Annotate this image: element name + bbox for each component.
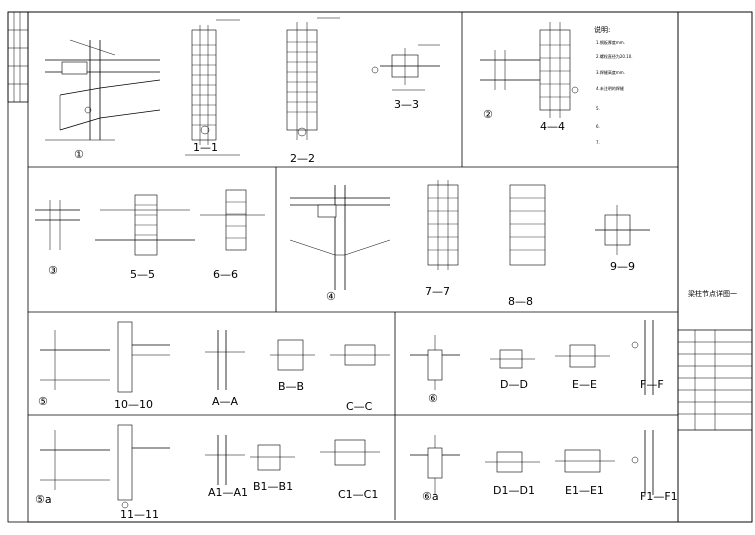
label-section-F1-F1: F1—F1 (640, 490, 678, 503)
label-section-B1-B1: B1—B1 (253, 480, 293, 493)
detail-BB-drawing (270, 339, 315, 371)
detail-11-11-drawing (117, 424, 170, 509)
note-2: 2.螺栓直径为20.10. (596, 53, 633, 59)
label-detail-4: ④ (326, 290, 336, 303)
label-section-C1-C1: C1—C1 (338, 488, 378, 501)
detail-EE-drawing (555, 344, 610, 368)
note-7: 7. (596, 140, 600, 145)
detail-4-drawing (289, 185, 391, 290)
detail-6a-drawing (410, 435, 460, 495)
label-section-5-5: 5—5 (130, 268, 155, 281)
detail-5a-drawing (40, 430, 110, 490)
detail-2-2-drawing (286, 17, 340, 140)
label-section-6-6: 6—6 (213, 268, 238, 281)
label-section-1-1: 1—1 (193, 141, 218, 154)
label-section-9-9: 9—9 (610, 260, 635, 273)
label-section-10-10: 10—10 (114, 398, 153, 411)
label-detail-5a: ⑤a (35, 493, 52, 506)
detail-E1-drawing (555, 449, 615, 473)
detail-DD-drawing (490, 349, 535, 369)
detail-1-1-drawing (185, 19, 240, 156)
detail-D1-drawing (485, 451, 540, 473)
note-4: 4.未注明的焊缝 (596, 85, 624, 91)
title-block (677, 11, 753, 523)
label-detail-1: ① (74, 148, 84, 161)
detail-8-8-drawing (509, 184, 546, 266)
detail-1-drawing (45, 39, 161, 141)
detail-3-3-drawing (371, 44, 440, 91)
label-detail-6a: ⑥a (422, 490, 439, 503)
panel-grid (28, 12, 678, 520)
label-section-E-E: E—E (572, 378, 597, 391)
detail-2-drawing (480, 50, 540, 90)
note-5: 5. (596, 106, 600, 111)
detail-4-4-drawing (539, 22, 579, 118)
label-detail-2: ② (483, 108, 493, 121)
label-section-B-B: B—B (278, 380, 304, 393)
detail-A1-drawing (205, 435, 245, 485)
detail-B1-drawing (250, 444, 295, 471)
note-1: 1.钢板厚度mm. (596, 39, 625, 45)
detail-FF-drawing (631, 320, 654, 395)
detail-3-drawing (35, 200, 80, 250)
label-section-7-7: 7—7 (425, 285, 450, 298)
label-section-8-8: 8—8 (508, 295, 533, 308)
label-detail-5: ⑤ (38, 395, 48, 408)
detail-7-7-drawing (427, 180, 459, 270)
label-section-D1-D1: D1—D1 (493, 484, 535, 497)
label-section-A1-A1: A1—A1 (208, 486, 248, 499)
detail-6-drawing (410, 335, 460, 390)
detail-9-9-drawing (595, 205, 650, 255)
label-detail-3: ③ (48, 264, 58, 277)
label-section-3-3: 3—3 (394, 98, 419, 111)
detail-5-5-drawing (95, 194, 195, 256)
label-section-D-D: D—D (500, 378, 528, 391)
detail-6-6-drawing (200, 189, 265, 251)
label-section-C-C: C—C (346, 400, 373, 413)
label-section-2-2: 2—2 (290, 152, 315, 165)
note-6: 6. (596, 124, 600, 129)
label-section-4-4: 4—4 (540, 120, 565, 133)
detail-C1-drawing (320, 439, 380, 466)
label-section-A-A: A—A (212, 395, 239, 408)
label-section-F-F: F—F (640, 378, 664, 391)
detail-AA-drawing (205, 330, 245, 390)
binding-strip (7, 11, 29, 103)
title-block-text: 梁柱节点详图一 (688, 289, 737, 298)
note-3: 3.焊缝高度mm. (596, 69, 625, 75)
detail-10-10-drawing (117, 321, 170, 393)
label-detail-6: ⑥ (428, 392, 438, 405)
label-section-11-11: 11—11 (120, 508, 159, 521)
detail-5-drawing (40, 330, 110, 390)
label-section-E1-E1: E1—E1 (565, 484, 604, 497)
general-notes: 说明: 1.钢板厚度mm. 2.螺栓直径为20.10. 3.焊缝高度mm. 4.… (594, 25, 633, 145)
detail-F1-drawing (631, 430, 654, 495)
detail-CC-drawing (330, 344, 390, 366)
notes-heading: 说明: (594, 25, 610, 34)
